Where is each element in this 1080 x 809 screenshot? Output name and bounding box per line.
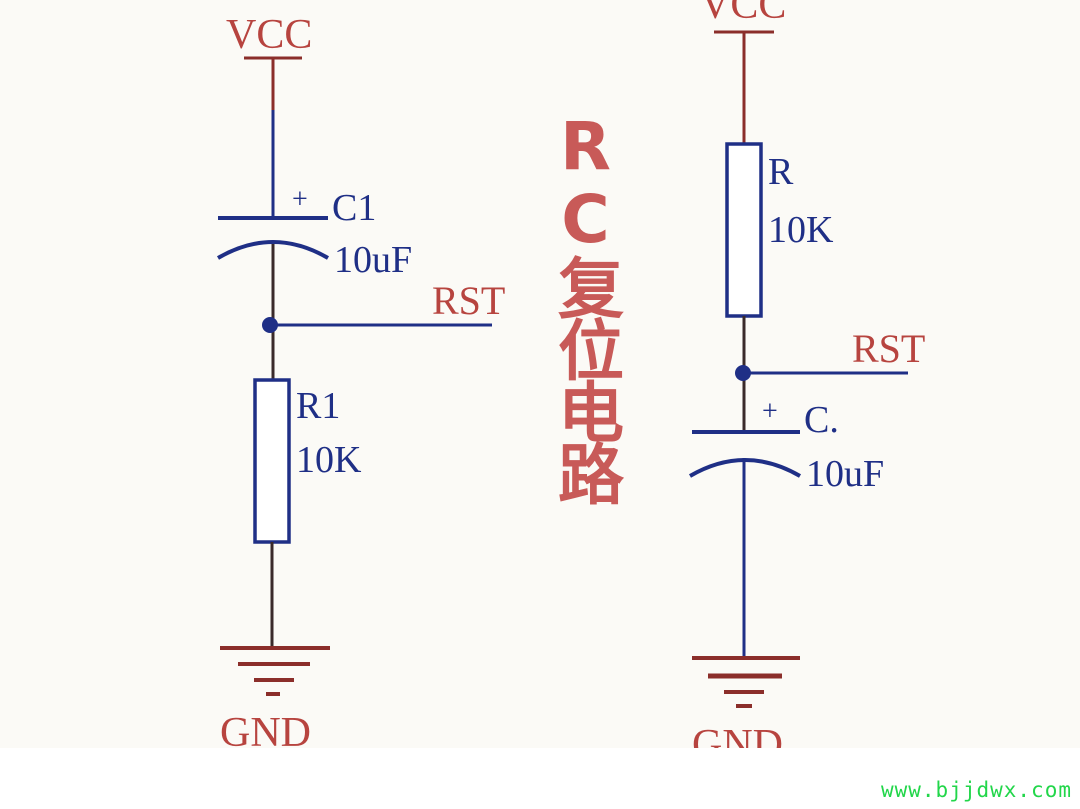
diagram-title: RC复位电路	[547, 108, 624, 502]
left-resistor-value: 10K	[296, 439, 362, 481]
bottom-strip	[0, 748, 1080, 809]
left-capacitor-designator: C1	[332, 187, 376, 229]
left-capacitor-plate-bottom	[216, 240, 330, 260]
right-resistor-value: 10K	[768, 209, 834, 251]
right-ground-symbol	[692, 656, 800, 708]
left-rst-label: RST	[432, 278, 505, 323]
right-capacitor-value: 10uF	[806, 453, 884, 495]
left-resistor-body	[253, 378, 291, 544]
left-vcc-label: VCC	[226, 12, 312, 58]
right-resistor-designator: R	[768, 151, 794, 193]
watermark-url: www.bjjdwx.com	[880, 778, 1072, 802]
right-vcc-label: VCC	[700, 0, 786, 28]
right-capacitor-designator: C.	[804, 399, 839, 441]
left-resistor-designator: R1	[296, 385, 340, 427]
right-rst-label: RST	[852, 326, 925, 371]
left-ground-symbol	[220, 646, 330, 696]
right-resistor-body	[725, 142, 763, 318]
left-capacitor-polarity-mark: +	[292, 184, 308, 215]
left-capacitor-value: 10uF	[334, 239, 412, 281]
right-circuit: VCC R 10K RST + C. 10uF GND	[688, 0, 925, 768]
right-capacitor-polarity-mark: +	[762, 396, 778, 427]
left-circuit: VCC + C1 10uF RST R1 10K GND	[216, 12, 505, 756]
